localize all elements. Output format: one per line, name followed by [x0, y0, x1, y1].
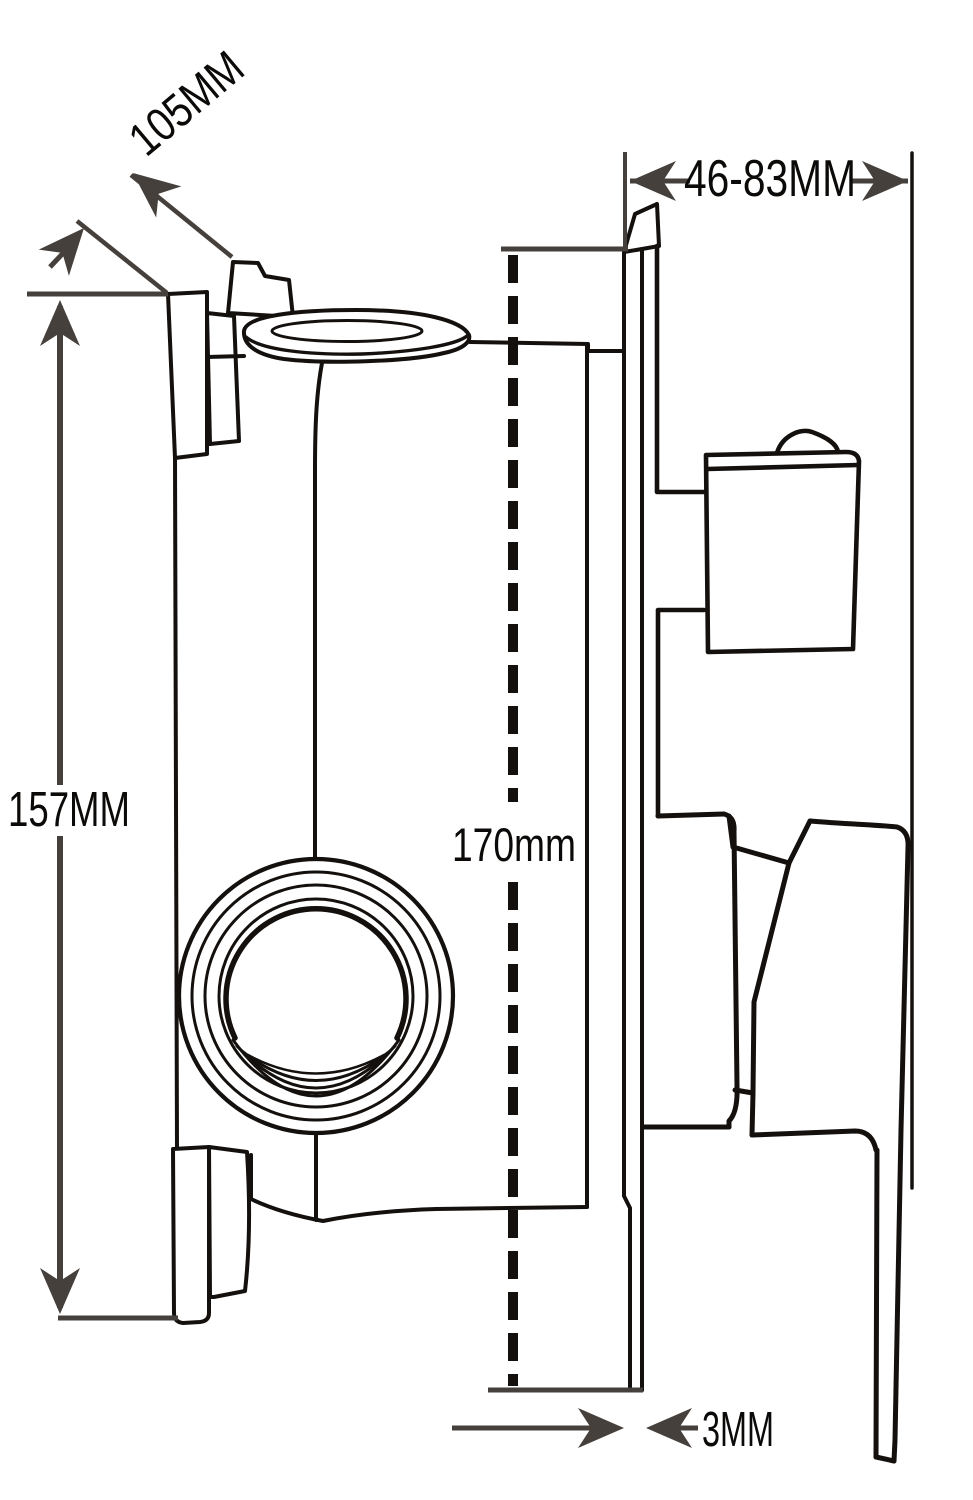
port-ring-3	[203, 883, 429, 1109]
arrowhead-sw	[133, 173, 182, 218]
port-ring-4	[217, 897, 415, 1095]
arrowhead-ne	[38, 228, 84, 276]
dimension-3mm	[452, 1408, 698, 1448]
lever-tip-edge	[873, 1454, 897, 1464]
valve-body-left-edge	[173, 456, 179, 1151]
dimension-157mm	[27, 291, 178, 1321]
spout-ring-inner-ellipse	[270, 319, 424, 343]
lever-top-edge	[807, 818, 911, 850]
arrowhead-right	[862, 161, 908, 201]
trim-bracket	[654, 243, 862, 819]
lever-left-lower-edge	[873, 1147, 880, 1460]
valve-body-bottom-edge	[249, 1153, 589, 1223]
arrowhead-down	[40, 1268, 80, 1314]
dimension-46-83mm	[623, 152, 908, 248]
cartridge-box	[703, 449, 862, 655]
lever-guard-edge	[749, 1128, 879, 1153]
mounting-plate-top-outer-tab	[166, 290, 209, 460]
top-clip-tab	[226, 260, 295, 319]
inlet-port-circle	[176, 856, 456, 1136]
mounting-plate-bottom-inner-tab	[207, 1145, 252, 1299]
wall-plate-top-cap	[622, 202, 661, 254]
port-bore-arc	[223, 906, 409, 1041]
plate-body-joint-line	[205, 354, 246, 359]
escutcheon-lever-jog	[732, 1087, 756, 1096]
arrowhead-left	[630, 161, 676, 201]
label-3mm: 3MM	[702, 1403, 774, 1457]
handle-assembly	[640, 811, 911, 1464]
valve-body-neck-curve	[313, 361, 324, 860]
leader-line-lower	[75, 219, 169, 295]
port-thread-arc-3	[240, 1049, 392, 1082]
port-thread-arc-1	[231, 1038, 401, 1098]
mounting-plate-top-inner-tab	[205, 311, 241, 446]
arrowhead-left	[646, 1408, 692, 1448]
dimension-105mm	[38, 173, 234, 295]
cartridge-dome	[774, 428, 841, 456]
cartridge-box-top-line	[704, 462, 861, 472]
bracket-upper-arm	[654, 243, 707, 495]
arrowhead-up	[40, 300, 80, 346]
dimensions	[27, 152, 908, 1448]
escutcheon-right-edge	[721, 811, 740, 1130]
wall-plate-front-line	[622, 250, 632, 1392]
label-46-83mm: 46-83MM	[684, 150, 856, 208]
port-ring-2	[190, 870, 442, 1122]
spout-ring-rim-line	[244, 334, 469, 356]
label-157mm: 157MM	[8, 783, 130, 837]
arrowhead-right	[578, 1408, 624, 1448]
lever-inner-diagonal	[749, 860, 792, 1138]
valve-assembly	[166, 151, 914, 1464]
label-170mm: 170mm	[452, 818, 576, 871]
label-105mm: 105MM	[118, 40, 253, 165]
port-thread-arc-4	[246, 1053, 386, 1075]
bracket-lower-arm	[655, 607, 707, 819]
dimension-170mm	[488, 246, 643, 1393]
port-thread-arc-2	[235, 1044, 397, 1090]
handle-notch	[726, 813, 813, 866]
escutcheon-top-edge	[655, 811, 727, 819]
wall-plate	[622, 202, 661, 1392]
mounting-plate-bottom-outer-tab	[171, 1145, 211, 1325]
valve-body-top-edge	[468, 340, 625, 353]
lever-right-edge	[891, 844, 911, 1464]
